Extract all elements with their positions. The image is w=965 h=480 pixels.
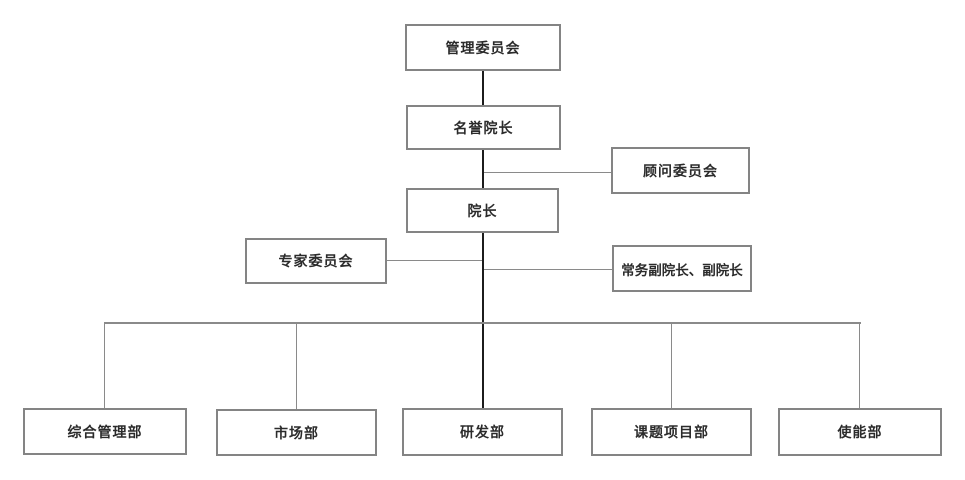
org-node-management-committee: 管理委员会	[405, 24, 561, 71]
org-node-dept-general-management: 综合管理部	[23, 408, 187, 455]
connector-drop-enablement	[859, 324, 860, 408]
connector-drop-projects	[671, 324, 672, 408]
connector-distribution-bar	[104, 322, 861, 324]
connector-to-vice-deans	[484, 269, 612, 270]
org-node-dept-marketing: 市场部	[216, 409, 377, 456]
connector-to-advisory-committee	[484, 172, 611, 173]
org-node-vice-deans: 常务副院长、副院长	[612, 245, 752, 292]
org-node-advisory-committee: 顾问委员会	[611, 147, 750, 194]
org-node-dept-enablement: 使能部	[778, 408, 942, 456]
org-node-honorary-dean: 名誉院长	[406, 105, 561, 150]
connector-drop-marketing	[296, 324, 297, 409]
org-node-dean: 院长	[406, 188, 559, 233]
org-node-expert-committee: 专家委员会	[245, 238, 387, 284]
connector-management-to-honorary	[482, 71, 484, 105]
connector-honorary-to-dean	[482, 150, 484, 188]
connector-dean-spine	[482, 233, 484, 408]
connector-drop-general-management	[104, 324, 105, 408]
org-node-dept-projects: 课题项目部	[591, 408, 752, 456]
connector-to-expert-committee	[387, 260, 482, 261]
org-node-dept-rnd: 研发部	[402, 408, 563, 456]
